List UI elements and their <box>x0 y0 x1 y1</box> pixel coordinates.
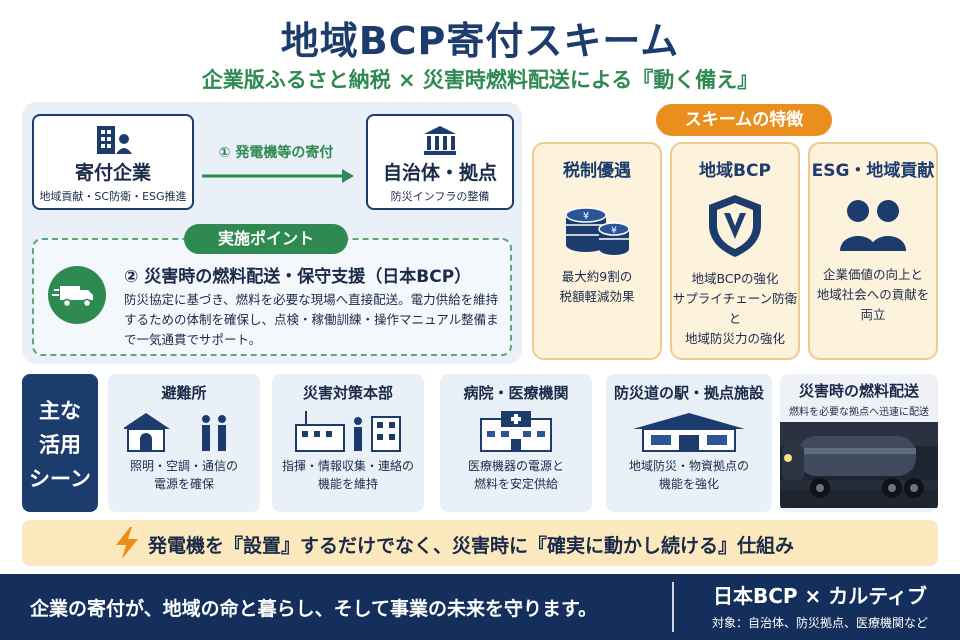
feature-desc: 最大約9割の 税額軽減効果 <box>534 267 660 307</box>
page-title: 地域BCP寄付スキーム <box>280 19 680 63</box>
footer-brand: 日本BCP × カルティブ <box>712 584 928 608</box>
feature-tax: 税制優遇 ¥ ¥ 最大約9割の 税額軽減効果 <box>532 142 662 360</box>
banner-text: 発電機を『設置』するだけでなく、災害時に『確実に動かし続ける』仕組み <box>148 535 795 557</box>
lightning-icon <box>116 527 138 559</box>
scene-desc: 医療機器の電源と 燃料を安定供給 <box>440 457 592 493</box>
scene-subtitle: 燃料を必要な拠点へ迅速に配送 <box>789 407 929 418</box>
scene-title: 避難所 <box>161 384 207 402</box>
footer-message: 企業の寄付が、地域の命と暮らし、そして事業の未来を守ります。 <box>30 598 598 620</box>
footer-target: 対象：自治体、防災拠点、医療機関など <box>711 616 928 630</box>
truck-circle <box>48 266 106 324</box>
recipient-title: 自治体・拠点 <box>382 162 497 184</box>
feature-desc-text: 最大約9割の 税額軽減効果 <box>559 269 635 304</box>
implementation-desc: 防災協定に基づき、燃料を必要な現場へ直接配送。電力供給を維持するための体制を確保… <box>124 292 499 347</box>
feature-bcp: 地域BCP 地域BCPの強化 サプライチェーン防衛と 地域防災力の強化 <box>670 142 800 360</box>
scene-title: 防災道の駅・拠点施設 <box>613 384 764 402</box>
scene-shelter: 避難所 照明・空調・通信の 電源を確保 <box>108 374 260 512</box>
scene-hospital: 病院・医療機関 医療機器の電源と 燃料を安定供給 <box>440 374 592 512</box>
government-building-icon <box>424 126 456 155</box>
donor-title: 寄付企業 <box>74 162 151 184</box>
scene-title: 災害対策本部 <box>302 384 393 402</box>
scenes-label-text: 主な 活用 シーン <box>29 399 91 491</box>
feature-esg: ESG・地域貢献 企業価値の向上と 地域社会への貢献を 両立 <box>808 142 938 360</box>
scene-roadside-station: 防災道の駅・拠点施設 地域防災・物資拠点の 機能を強化 <box>606 374 772 512</box>
scene-fuel-delivery: 災害時の燃料配送 燃料を必要な拠点へ迅速に配送 <box>780 374 938 512</box>
page-subtitle: 企業版ふるさと納税 × 災害時燃料配送による『動く備え』 <box>201 68 759 92</box>
implementation-pill: 実施ポイント <box>184 224 348 254</box>
features-pill: スキームの特徴 <box>656 104 832 136</box>
hospital-icon <box>480 411 552 452</box>
scene-desc-text: 照明・空調・通信の 電源を確保 <box>129 459 238 491</box>
feature-desc-text: 地域BCPの強化 サプライチェーン防衛と 地域防災力の強化 <box>672 271 798 346</box>
donation-arrow-label: ① 発電機等の寄付 <box>218 145 334 161</box>
delivery-truck-icon <box>52 286 93 308</box>
recipient-card: 自治体・拠点 防災インフラの整備 <box>366 114 514 210</box>
yen-coins-icon: ¥ ¥ <box>565 207 630 255</box>
donor-card: 寄付企業 地域貢献・SC防衛・ESG推進 <box>32 114 194 210</box>
people-icon <box>840 200 906 251</box>
scene-desc-text: 医療機器の電源と 燃料を安定供給 <box>467 459 564 491</box>
scene-desc: 地域防災・物資拠点の 機能を強化 <box>606 457 772 493</box>
shelter-icon <box>124 413 226 452</box>
svg-text:¥: ¥ <box>583 211 589 222</box>
scene-desc-text: 地域防災・物資拠点の 機能を強化 <box>628 459 749 491</box>
scene-title: 病院・医療機関 <box>463 384 569 402</box>
donor-desc: 地域貢献・SC防衛・ESG推進 <box>39 190 187 203</box>
feature-title: ESG・地域貢献 <box>811 161 935 181</box>
svg-text:¥: ¥ <box>611 226 617 236</box>
donation-arrow: ① 発電機等の寄付 <box>196 142 356 186</box>
feature-desc: 企業価値の向上と 地域社会への貢献を 両立 <box>810 265 936 325</box>
implementation-box: ② 災害時の燃料配送・保守支援（日本BCP） 防災協定に基づき、燃料を必要な現場… <box>32 238 512 356</box>
key-message-banner: 発電機を『設置』するだけでなく、災害時に『確実に動かし続ける』仕組み <box>22 520 938 566</box>
scene-desc: 指揮・情報収集・連絡の 機能を維持 <box>272 457 424 493</box>
implementation-title: ② 災害時の燃料配送・保守支援（日本BCP） <box>124 267 472 287</box>
feature-title: 地域BCP <box>699 161 771 181</box>
scenes-label: 主な 活用 シーン <box>22 374 98 512</box>
scene-desc-text: 指揮・情報収集・連絡の 機能を維持 <box>281 459 414 491</box>
scene-title: 災害時の燃料配送 <box>798 382 919 400</box>
arrow-right-icon <box>202 169 354 183</box>
scene-desc: 照明・空調・通信の 電源を確保 <box>108 457 260 493</box>
feature-desc: 地域BCPの強化 サプライチェーン防衛と 地域防災力の強化 <box>672 269 798 349</box>
feature-title: 税制優遇 <box>563 161 631 181</box>
office-building-icon <box>97 126 132 154</box>
shield-icon <box>709 195 761 257</box>
hq-building-icon <box>295 411 401 452</box>
scene-hq: 災害対策本部 指揮・情報収集・連絡の 機能を維持 <box>272 374 424 512</box>
recipient-desc: 防災インフラの整備 <box>390 190 490 203</box>
roadside-station-icon <box>633 413 745 452</box>
tanker-truck-icon <box>780 422 938 508</box>
footer-divider <box>672 582 674 632</box>
footer: 企業の寄付が、地域の命と暮らし、そして事業の未来を守ります。 日本BCP × カ… <box>0 574 960 640</box>
feature-desc-text: 企業価値の向上と 地域社会への貢献を 両立 <box>816 267 930 322</box>
